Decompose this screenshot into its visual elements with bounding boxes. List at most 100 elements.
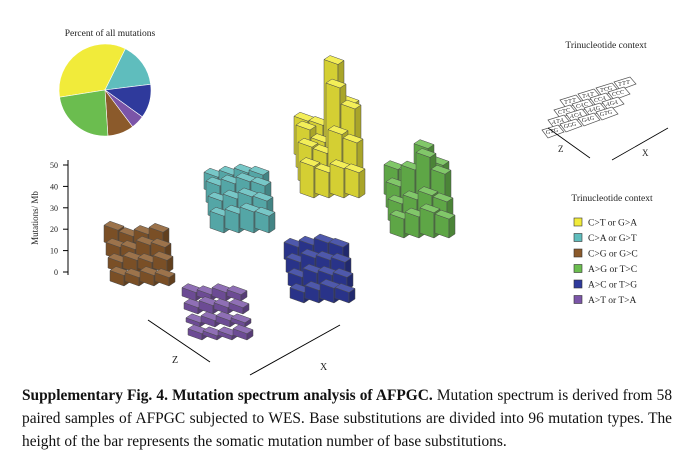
legend-label: C>A or G>T [588, 234, 637, 244]
bar-3d [228, 298, 250, 315]
legend-label: A>T or T>A [588, 296, 637, 306]
y-tick-label: 50 [50, 161, 58, 170]
legend-swatch [573, 264, 583, 273]
context-base: A [560, 118, 565, 124]
context-base: C [566, 108, 570, 114]
caption-figure-label: Supplementary Fig. 4 [22, 387, 165, 404]
context-base: G [564, 124, 568, 130]
legend-label: A>C or T>G [588, 281, 637, 291]
legend-swatch [573, 233, 583, 242]
context-base: T [572, 98, 576, 104]
context-base: A [580, 103, 585, 109]
context-base: A [586, 93, 591, 99]
bar-3d [434, 209, 456, 239]
x-axis-line [249, 324, 341, 376]
bar-chart-3d [103, 55, 456, 341]
legend-item: C>T or G>A [573, 217, 637, 229]
context-base: T [604, 111, 608, 117]
context-base: G [608, 110, 612, 116]
context-base: A [592, 107, 597, 113]
caption-text: Mutation spectrum is derived from 58 pai… [22, 387, 673, 450]
context-base: G [590, 116, 594, 122]
context-base: G [610, 101, 614, 107]
context-base: T [582, 94, 586, 100]
context-base: T [626, 80, 630, 86]
context-base: C [616, 91, 620, 97]
context-base: C [612, 92, 616, 98]
legend-swatch [573, 295, 583, 304]
context-base: T [556, 119, 560, 125]
y-axis: 0 10 20 30 40 50 [50, 160, 69, 277]
context-base: G [582, 118, 586, 124]
context-base: G [608, 86, 612, 92]
context-base: T [564, 100, 568, 106]
z-axis-line [147, 319, 211, 363]
legend-swatch [573, 217, 583, 227]
context-base: C [594, 98, 598, 104]
legend-swatch [573, 279, 583, 289]
context-base: A [588, 108, 593, 114]
legend-item: C>A or G>T [573, 233, 637, 244]
legend-item: A>G or T>C [573, 264, 637, 275]
context-base: G [600, 112, 604, 118]
figure-caption: Supplementary Fig. 4. Mutation spectrum … [22, 384, 672, 453]
context-base: A [602, 96, 607, 102]
context-base: T [562, 109, 566, 115]
context-base: C [620, 90, 624, 96]
legend-label: A>G or T>C [588, 265, 637, 275]
context-base: G [572, 122, 576, 128]
context-base: G [568, 123, 572, 129]
pie-slice [58, 43, 126, 98]
legend: C>T or G>A C>A or G>T C>G or G>C A>G or T>C… [573, 217, 638, 306]
bar-3d [334, 283, 356, 304]
context-base: T [568, 99, 572, 105]
context-z-label: Z [558, 144, 564, 154]
context-base: C [584, 102, 588, 108]
context-base: C [604, 87, 608, 93]
pie-slice [59, 89, 109, 137]
context-x-line [611, 127, 669, 161]
context-base: T [590, 92, 594, 98]
context-base: A [570, 114, 575, 120]
pie-chart [58, 43, 152, 137]
legend-label: C>T or G>A [588, 219, 637, 229]
context-base: A [606, 102, 611, 108]
context-base: G [554, 128, 558, 134]
context-base: C [574, 113, 578, 119]
y-axis-label: Mutations/ Mb [30, 191, 40, 245]
context-z-line [547, 127, 591, 159]
context-base: A [614, 100, 619, 106]
legend-item: A>T or T>A [573, 295, 637, 306]
y-tick-label: 20 [50, 225, 58, 234]
context-base: C [558, 110, 562, 116]
context-base: C [576, 104, 580, 110]
y-tick-label: 10 [50, 247, 58, 256]
context-grid-title: Trinucleotide context [565, 41, 647, 51]
legend-swatch [573, 248, 583, 258]
context-base: T [622, 81, 626, 87]
context-base: T [550, 129, 554, 135]
caption-heading: Mutation spectrum analysis of AFPGC. [172, 387, 433, 404]
caption-separator: . [164, 387, 173, 404]
context-base: A [586, 117, 591, 123]
bar-3d [154, 268, 176, 287]
y-tick-label: 30 [50, 204, 58, 213]
context-base: A [578, 112, 583, 118]
legend-item: A>C or T>G [573, 279, 637, 291]
context-base: A [552, 120, 557, 126]
bar-3d [344, 163, 366, 199]
y-tick-label: 0 [54, 268, 58, 277]
legend-title: Trinucleotide context [571, 194, 653, 204]
legend-item: C>G or G>C [573, 248, 638, 260]
y-tick-label: 40 [50, 182, 58, 191]
context-base: T [600, 88, 604, 94]
legend-label: C>G or G>C [588, 250, 638, 260]
bar-3d [232, 324, 254, 341]
